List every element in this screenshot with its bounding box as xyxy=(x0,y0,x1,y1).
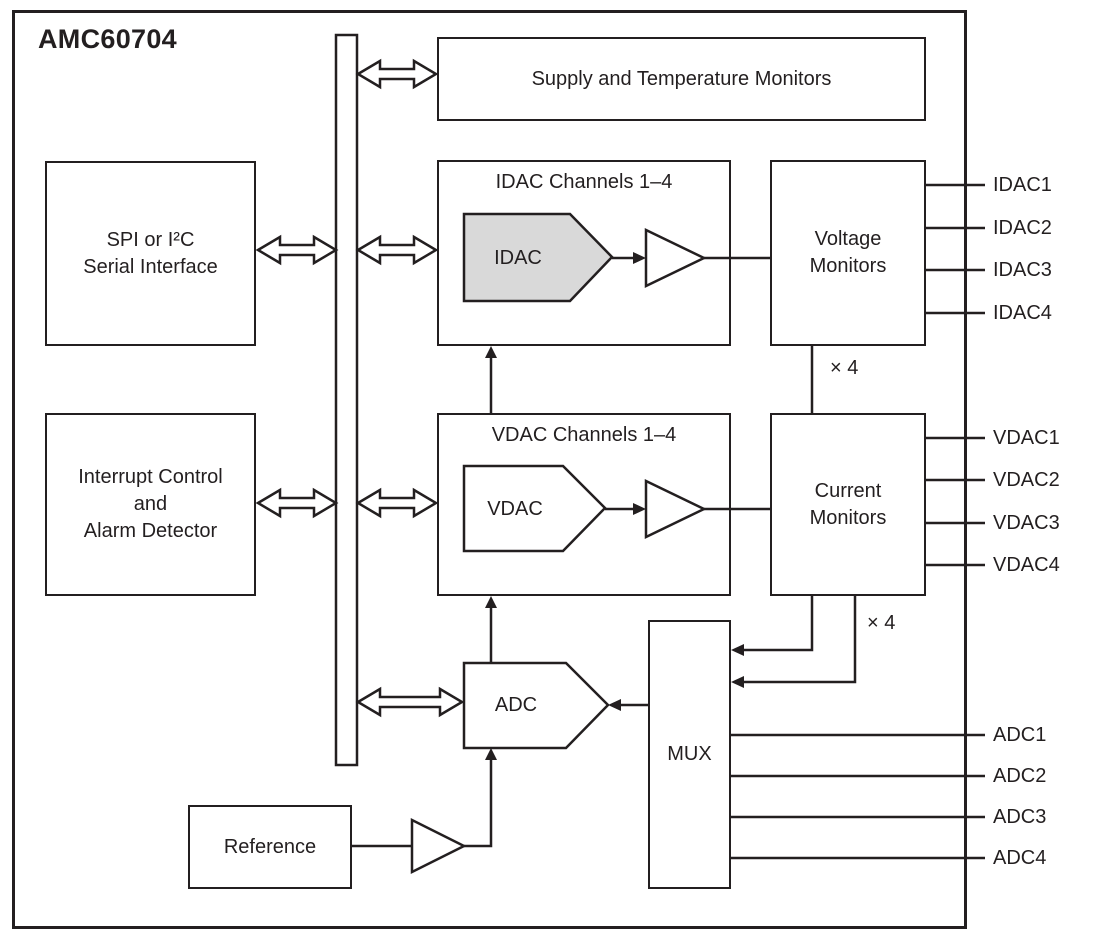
block-mux: MUX xyxy=(648,620,731,889)
pin-label-vdac4: VDAC4 xyxy=(993,554,1060,576)
pin-label-idac3: IDAC3 xyxy=(993,259,1052,281)
adc-label: ADC xyxy=(494,693,538,716)
pin-label-vdac2: VDAC2 xyxy=(993,469,1060,491)
block-current-monitors: Current Monitors xyxy=(770,413,926,596)
pin-label-idac1: IDAC1 xyxy=(993,174,1052,196)
pin-label-adc1: ADC1 xyxy=(993,724,1047,746)
idac-dac-label: IDAC xyxy=(494,246,542,269)
block-interrupt-alarm-detector: Interrupt Control and Alarm Detector xyxy=(45,413,256,596)
block-voltage-monitors: Voltage Monitors xyxy=(770,160,926,346)
block-spi-serial-interface: SPI or I²C Serial Interface xyxy=(45,161,256,346)
pin-label-adc4: ADC4 xyxy=(993,847,1047,869)
pin-label-adc3: ADC3 xyxy=(993,806,1047,828)
block-reference: Reference xyxy=(188,805,352,889)
x4-current-label: × 4 xyxy=(867,612,896,634)
pin-label-idac4: IDAC4 xyxy=(993,302,1052,324)
pin-label-adc2: ADC2 xyxy=(993,765,1047,787)
block-supply-temperature-monitors: Supply and Temperature Monitors xyxy=(437,37,926,121)
pin-label-idac2: IDAC2 xyxy=(993,217,1052,239)
pin-label-vdac3: VDAC3 xyxy=(993,512,1060,534)
x4-voltage-label: × 4 xyxy=(830,357,859,379)
vdac-dac-label: VDAC xyxy=(487,497,543,520)
pin-label-vdac1: VDAC1 xyxy=(993,427,1060,449)
chip-title: AMC60704 xyxy=(38,24,177,54)
